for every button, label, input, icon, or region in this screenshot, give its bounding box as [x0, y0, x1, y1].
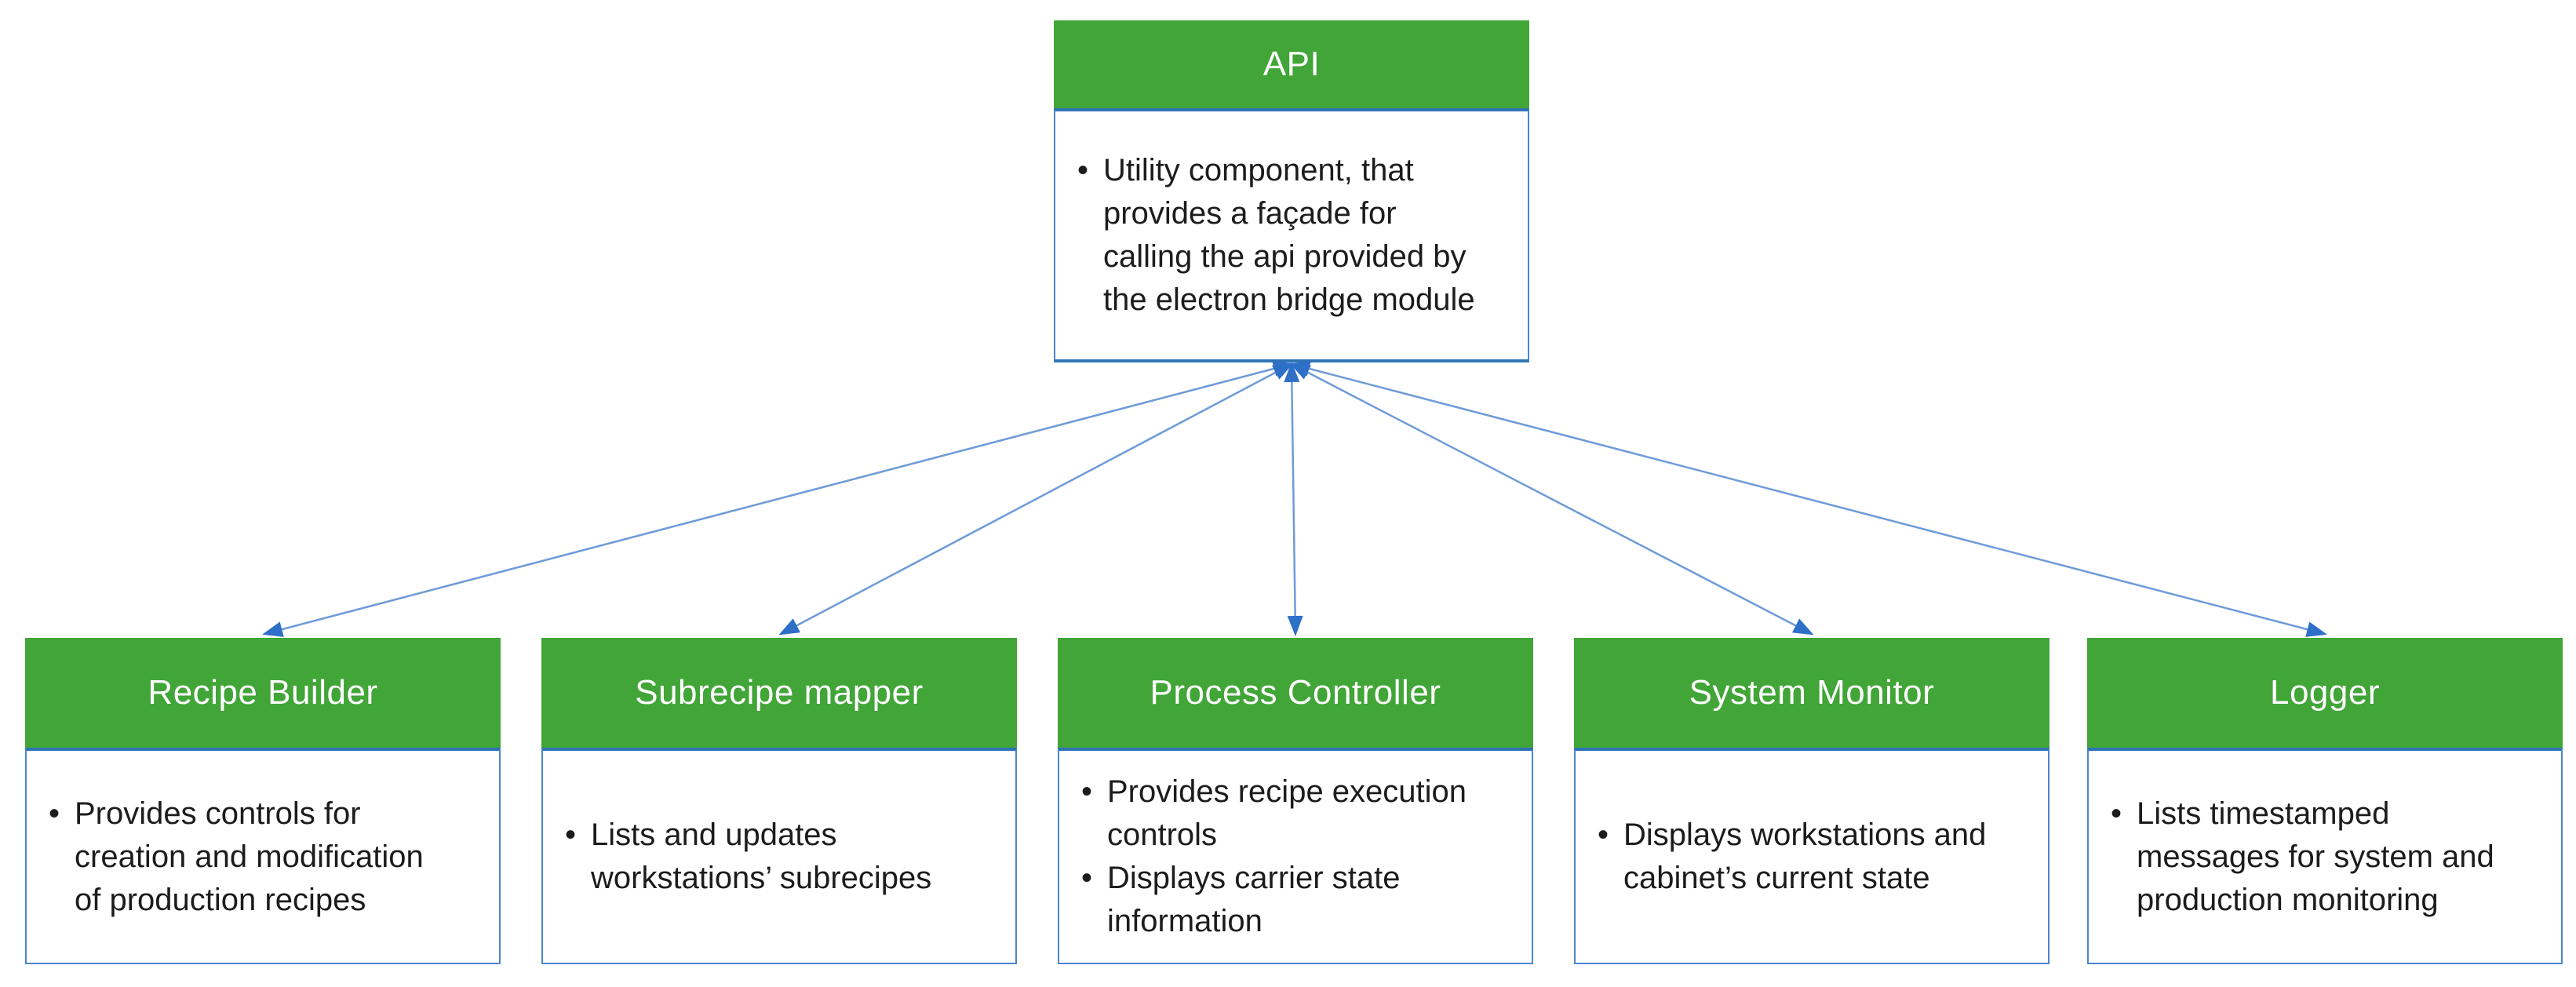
node-process-controller-body: Provides recipe execution controls Displ…: [1058, 748, 1533, 964]
node-recipe-builder-body: Provides controls for creation and modif…: [25, 748, 501, 964]
bullet-item: Displays carrier state information: [1080, 857, 1485, 943]
node-system-monitor-body: Displays workstations and cabinet’s curr…: [1574, 748, 2050, 964]
bullet-item: Provides recipe execution controls: [1080, 770, 1485, 857]
node-logger-body: Lists timestamped messages for system an…: [2087, 748, 2563, 964]
node-logger: Logger Lists timestamped messages for sy…: [2087, 638, 2563, 964]
connector-arrow-process-controller: [1284, 362, 1303, 636]
node-process-controller-bullets: Provides recipe execution controls Displ…: [1080, 770, 1486, 943]
node-recipe-builder: Recipe Builder Provides controls for cre…: [25, 638, 501, 964]
node-logger-bullets: Lists timestamped messages for system an…: [2109, 792, 2516, 922]
node-logger-title: Logger: [2269, 673, 2380, 712]
bullet-item: Lists timestamped messages for system an…: [2109, 792, 2514, 922]
node-system-monitor: System Monitor Displays workstations and…: [1574, 638, 2050, 964]
node-system-monitor-bullets: Displays workstations and cabinet’s curr…: [1596, 814, 2002, 900]
node-process-controller-title: Process Controller: [1150, 673, 1441, 712]
node-subrecipe-mapper: Subrecipe mapper Lists and updates works…: [541, 638, 1017, 964]
node-subrecipe-mapper-title: Subrecipe mapper: [635, 673, 924, 712]
node-subrecipe-mapper-bullets: Lists and updates workstations’ subrecip…: [563, 814, 970, 900]
node-logger-header: Logger: [2087, 638, 2563, 748]
bullet-item: Provides controls for creation and modif…: [47, 792, 452, 922]
node-api-bullets: Utility component, that provides a façad…: [1076, 149, 1482, 322]
node-process-controller-header: Process Controller: [1058, 638, 1533, 748]
node-process-controller: Process Controller Provides recipe execu…: [1058, 638, 1533, 964]
bullet-item: Lists and updates workstations’ subrecip…: [563, 814, 968, 900]
node-api-header: API: [1054, 20, 1529, 108]
node-system-monitor-title: System Monitor: [1689, 673, 1935, 712]
node-system-monitor-header: System Monitor: [1574, 638, 2050, 748]
bullet-item: Utility component, that provides a façad…: [1076, 149, 1481, 322]
connector-arrow-logger: [1289, 361, 2327, 637]
node-subrecipe-mapper-header: Subrecipe mapper: [541, 638, 1017, 748]
node-api-body: Utility component, that provides a façad…: [1054, 108, 1529, 362]
node-api: API Utility component, that provides a f…: [1054, 20, 1529, 362]
connector-arrow-system-monitor: [1289, 362, 1814, 636]
connector-arrow-subrecipe-mapper: [778, 362, 1294, 636]
node-recipe-builder-bullets: Provides controls for creation and modif…: [47, 792, 454, 922]
node-api-title: API: [1262, 45, 1321, 83]
node-recipe-builder-title: Recipe Builder: [148, 673, 378, 712]
node-subrecipe-mapper-body: Lists and updates workstations’ subrecip…: [541, 748, 1017, 964]
connector-arrow-recipe-builder: [262, 361, 1294, 637]
bullet-item: Displays workstations and cabinet’s curr…: [1596, 814, 2001, 900]
node-recipe-builder-header: Recipe Builder: [25, 638, 501, 748]
